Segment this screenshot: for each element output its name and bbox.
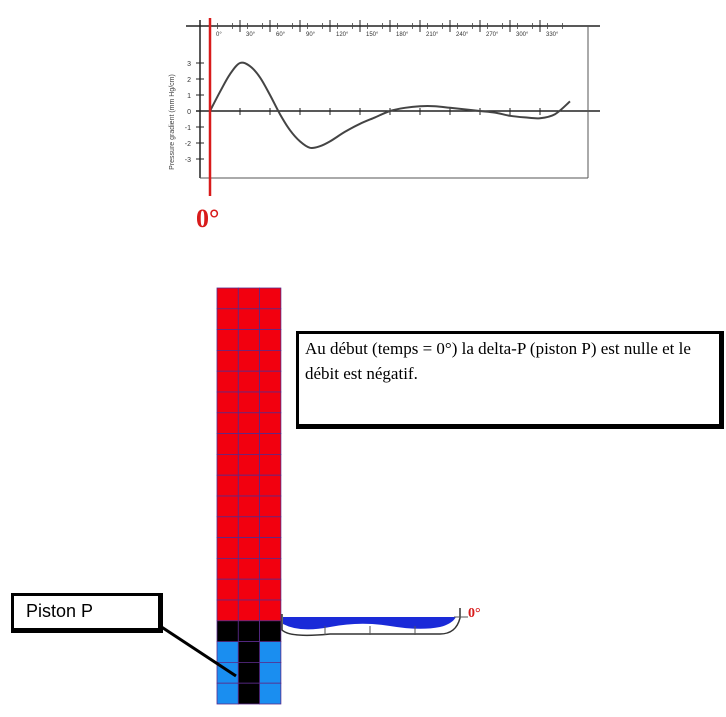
red-fluid-cell [259, 599, 282, 622]
red-fluid-cell [259, 287, 282, 310]
red-fluid-cell [237, 599, 261, 622]
red-fluid-cell [237, 578, 261, 601]
red-fluid-cell [216, 516, 239, 538]
red-fluid-cell [259, 537, 282, 559]
x-tick-label: 120° [336, 32, 349, 38]
blue-fluid-cell [259, 682, 282, 705]
red-fluid-cell [216, 495, 239, 518]
red-fluid-cell [259, 474, 282, 497]
piston-leader-line [159, 624, 237, 678]
y-tick-label: 1 [187, 93, 191, 100]
red-fluid-cell [259, 308, 282, 330]
chart-x-ticks [209, 20, 563, 115]
x-tick-label: 300° [516, 32, 529, 38]
x-tick-label: 210° [426, 32, 439, 38]
blue-fluid-cell [216, 682, 239, 705]
chart-y-axis-label: Pressure gradient (mm Hg/cm) [169, 74, 176, 170]
red-fluid-cell [216, 537, 239, 559]
piston-cell [237, 641, 261, 663]
piston-cell [237, 662, 261, 684]
chart-x-tick-labels: 0° 30° 60° 90° 120° 150° 180° 210° 240° 270° 300° 3… [216, 32, 559, 38]
red-fluid-cell [237, 558, 261, 580]
red-fluid-cell [259, 453, 282, 476]
vessel-outline [281, 608, 461, 637]
red-fluid-cell [237, 329, 261, 351]
y-tick-label: 0 [187, 109, 191, 116]
x-tick-label: 0° [216, 32, 222, 38]
red-fluid-cell [237, 433, 261, 455]
x-tick-label: 60° [276, 32, 286, 38]
red-fluid-cell [216, 329, 239, 351]
red-fluid-cell [216, 308, 239, 330]
red-fluid-cell [237, 308, 261, 330]
x-tick-label: 180° [396, 32, 409, 38]
piston-cell [216, 620, 239, 642]
piston-label: Piston P [11, 593, 163, 633]
blue-fluid-cell [216, 641, 239, 663]
piston-cell [237, 682, 261, 705]
red-fluid-cell [237, 412, 261, 434]
x-tick-label: 330° [546, 32, 559, 38]
flow-angle-label: 0° [468, 606, 481, 621]
x-tick-label: 240° [456, 32, 469, 38]
y-tick-label: 2 [187, 77, 191, 84]
y-tick-label: -1 [185, 125, 191, 132]
red-fluid-cell [216, 287, 239, 310]
red-fluid-cell [216, 453, 239, 476]
red-fluid-cell [216, 391, 239, 414]
flow-vessel [281, 608, 468, 637]
red-fluid-cell [237, 391, 261, 414]
red-fluid-cell [259, 516, 282, 538]
red-fluid-cell [216, 370, 239, 393]
pressure-gradient-chart: 0° 30° 60° 90° 120° 150° 180° 210° 240° 270° 300° 3… [169, 18, 600, 196]
red-fluid-cell [259, 578, 282, 601]
red-fluid-cell [237, 474, 261, 497]
blue-fluid-cell [259, 662, 282, 684]
red-fluid-cell [216, 412, 239, 434]
piston-cell [237, 620, 261, 642]
red-fluid-cell [237, 516, 261, 538]
y-tick-label: -3 [185, 157, 191, 164]
red-fluid-cell [237, 287, 261, 310]
red-fluid-cell [216, 474, 239, 497]
red-fluid-cell [216, 558, 239, 580]
piston-cell [259, 620, 282, 642]
red-fluid-cell [237, 495, 261, 518]
red-fluid-cell [259, 412, 282, 434]
piston [216, 620, 282, 705]
red-fluid-cell [216, 433, 239, 455]
chart-y-ticks [196, 62, 204, 160]
red-fluid-cell [237, 370, 261, 393]
x-tick-label: 90° [306, 32, 316, 38]
red-fluid-cell [237, 349, 261, 372]
red-fluid-cell [259, 391, 282, 414]
red-fluid-cell [216, 349, 239, 372]
red-fluid-cell [259, 329, 282, 351]
red-fluid-cell [216, 599, 239, 622]
pressure-curve [209, 61, 571, 150]
x-tick-label: 270° [486, 32, 499, 38]
flow-meniscus [283, 617, 456, 630]
time-marker-label: 0° [196, 204, 220, 233]
chart-y-tick-labels: 3 2 1 0 -1 -2 -3 [185, 61, 191, 164]
explanation-callout: Au début (temps = 0°) la delta-P (piston… [296, 331, 724, 429]
fluid-column [216, 287, 282, 705]
y-tick-label: -2 [185, 141, 191, 148]
red-fluid-cell [237, 537, 261, 559]
red-fluid-cell [237, 453, 261, 476]
x-tick-label: 30° [246, 32, 256, 38]
x-tick-label: 150° [366, 32, 379, 38]
red-fluid-cell [259, 558, 282, 580]
blue-fluid-cell [259, 641, 282, 663]
red-fluid-cell [259, 495, 282, 518]
red-fluid-cell [259, 349, 282, 372]
red-fluid-cell [259, 433, 282, 455]
red-fluid-cell [216, 578, 239, 601]
red-fluid-cell [259, 370, 282, 393]
y-tick-label: 3 [187, 61, 191, 68]
